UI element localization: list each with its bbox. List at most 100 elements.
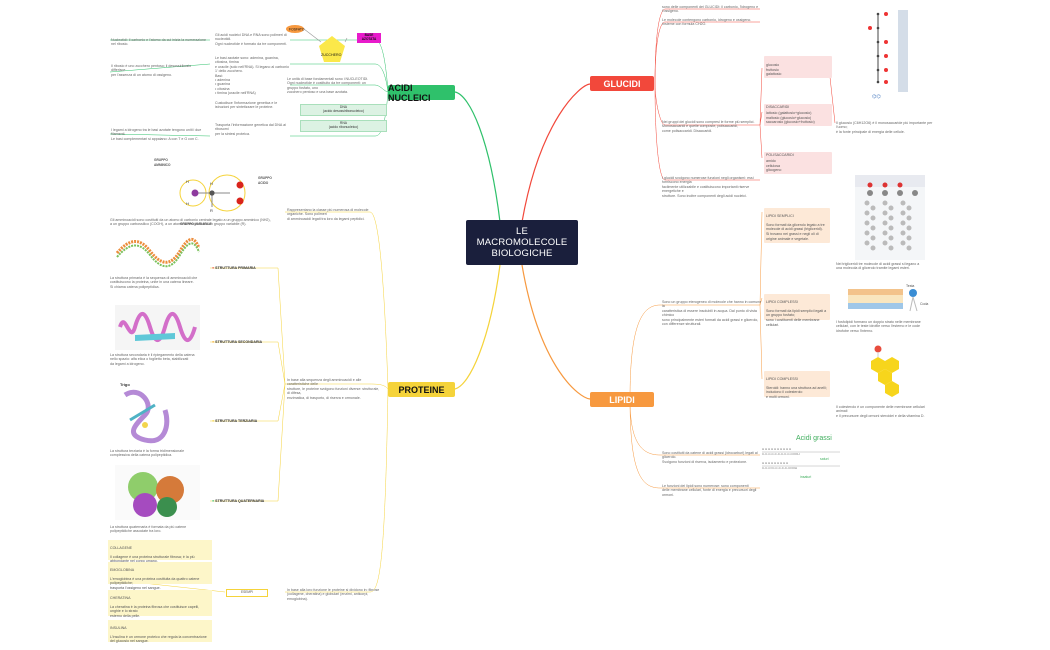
insulina-box: INSULINA L'insulina è un ormone proteico… xyxy=(108,620,212,643)
dna-note: Custodisce l'informazione genetica e le … xyxy=(215,101,278,110)
dna-label: DNA xyxy=(339,105,348,109)
fatty-acids-image: Acidi grassi H H H H H H H H H H C-C-C-C… xyxy=(762,435,840,479)
triglyceride-image xyxy=(855,175,925,260)
lipidi-bottom-2: Le funzioni dei lipidi sono numerose: so… xyxy=(662,484,757,497)
svg-text:⌬⌬: ⌬⌬ xyxy=(872,94,881,100)
nucleotide-diagram: FOSFATO ZUCCHERO xyxy=(286,25,348,62)
di-title: DISACCARIDI xyxy=(764,104,832,111)
glucidi-intro-1: sono delle componenti dei GLUCIDI: il ca… xyxy=(662,5,759,14)
lipidi-steroidi-box: LIPIDI COMPLESSI Steroidi: hanno una str… xyxy=(764,371,830,399)
lipidi-complessi-box: LIPIDI COMPLESSI Sono formati da lipidi … xyxy=(764,294,830,327)
trigo-label: Trigo xyxy=(120,382,130,387)
svg-text:H: H xyxy=(186,201,189,206)
lipidi-complessi-title: LIPIDI COMPLESSI xyxy=(766,299,798,304)
branch-lipidi[interactable]: LIPIDI xyxy=(590,392,654,407)
branch-glucidi[interactable]: GLUCIDI xyxy=(590,76,654,91)
rna-sub: (acido ribonucleico) xyxy=(328,125,359,129)
emoglobina-text: L'emoglobina è una proteina costituita d… xyxy=(110,576,200,590)
struct-secondaria[interactable]: ● STRUTTURA SECONDARIA xyxy=(212,340,263,344)
fosfato-label: FOSFATO xyxy=(289,28,305,32)
rna-label: RNA xyxy=(339,121,348,125)
mono-items: glucosio fruttosio galattosio xyxy=(764,62,832,78)
dna-sub: (acido desossiribonucleico) xyxy=(323,109,364,113)
collagene-box: COLLAGENE Il collagene è una proteina st… xyxy=(108,540,212,563)
amino-acid-diagram: H H H R xyxy=(179,174,246,212)
central-line-1: LE xyxy=(515,226,529,237)
acidi-left-3: I legami a idrogeno tra le basi azotate … xyxy=(111,128,202,141)
phospholipid-image: Testa Coda xyxy=(848,284,928,312)
svg-text:C-C-C-C-C-C-C-C-C-COOH: C-C-C-C-C-C-C-C-C-COOH xyxy=(762,452,800,456)
cheratina-text: La cheratina è la proteina fibrosa che c… xyxy=(110,604,200,618)
gruppo-amminico-label: GRUPPO AMMINICO xyxy=(154,158,171,167)
proteine-bottom-text: In base alla loro funzione le proteine s… xyxy=(287,588,380,601)
esempi-node[interactable]: ESEMPI xyxy=(226,589,268,597)
lipidi-semplici-box: LIPIDI SEMPLICI Sono formati da glicerol… xyxy=(764,208,830,243)
proteine-mid-text: In base alla sequenza degli amminoacidi … xyxy=(287,378,380,400)
phospho-head-label: Testa xyxy=(906,284,914,288)
primary-structure-image xyxy=(115,237,200,268)
acidi-mid: Le unità di base fondamentali sono i NUC… xyxy=(287,77,369,95)
struct-quaternaria-label: STRUTTURA QUATERNARIA xyxy=(215,499,265,503)
collagene-title: COLLAGENE xyxy=(110,545,132,550)
svg-text:H: H xyxy=(210,181,213,186)
svg-text:H: H xyxy=(186,179,189,184)
branch-proteine[interactable]: PROTEINE xyxy=(388,382,455,397)
glucidi-middle: Nei gruppi dei glucidi sono compresi le … xyxy=(662,120,755,133)
connector-proteine xyxy=(454,264,501,390)
glucidi-intro-2: Le molecole contengono carbonio, idrogen… xyxy=(662,18,752,27)
acidi-right-2: Le basi azotate sono: adenina, guanina, … xyxy=(215,56,289,96)
acidi-left-2: Il ribosio è uno zucchero pentoso; il de… xyxy=(111,64,192,77)
svg-text:C-C-C=C-C-C-C-C-COOH: C-C-C=C-C-C-C-C-COOH xyxy=(762,466,797,470)
central-topic[interactable]: LE MACROMOLECOLE BIOLOGICHE xyxy=(466,220,578,265)
secondary-structure-image xyxy=(115,305,200,350)
svg-text:R: R xyxy=(210,208,213,212)
saturi-label: saturi xyxy=(820,457,829,461)
cheratina-box: CHERATINA La cheratina è la proteina fib… xyxy=(108,590,212,618)
primaria-text: La struttura primaria è la sequenza di a… xyxy=(110,276,198,289)
lipidi-steroidi-title: LIPIDI COMPLESSI xyxy=(766,376,798,381)
svg-text:H H H H H H H H H H: H H H H H H H H H H xyxy=(762,447,791,451)
glucose-note: Il glucosio (C6H12O6) è il monosaccaride… xyxy=(836,121,933,134)
chol-note: Il colesterolo è un componente delle mem… xyxy=(836,405,925,418)
di-items: lattosio (galattosio+glucosio) maltosio … xyxy=(764,110,832,126)
cholesterol-image xyxy=(871,345,899,397)
lipidi-steroidi-text: Steroidi: hanno una struttura ad anelli;… xyxy=(766,385,827,399)
struct-terziaria[interactable]: ● STRUTTURA TERZIARIA xyxy=(212,419,258,423)
struct-primaria-label: STRUTTURA PRIMARIA xyxy=(215,266,256,270)
acidi-right-1: Gli acidi nucleici DNA e RNA sono polime… xyxy=(215,33,287,46)
lipidi-intro: Sono un gruppo eterogeneo di molecole ch… xyxy=(662,300,762,327)
lipidi-semplici-title: LIPIDI SEMPLICI xyxy=(766,213,794,218)
tertiary-structure-image xyxy=(123,390,170,444)
base-azotata-label: BASE AZOTATA xyxy=(357,33,381,43)
struct-secondaria-label: STRUTTURA SECONDARIA xyxy=(215,340,263,344)
poli-title: POLISACCARIDI xyxy=(764,152,832,159)
lipidi-semplici-text: Sono formati da glicerolo legato a tre m… xyxy=(766,222,825,241)
struct-quaternaria[interactable]: ● STRUTTURA QUATERNARIA xyxy=(212,499,265,503)
gruppo-variabile-label: GRUPPO VARIABILE xyxy=(180,222,212,226)
quaternaria-text: La struttura quaternaria è formata da pi… xyxy=(110,525,187,534)
rna-note: Trasporta l'informazione genetica dal DN… xyxy=(215,123,286,136)
insaturi-label: insaturi xyxy=(800,475,812,479)
acidi-left-1: Nucleotidi: il carbonio e l'atomo da cui… xyxy=(111,38,206,47)
insulina-title: INSULINA xyxy=(110,625,127,630)
branch-acidi-nucleici[interactable]: ACIDI NUCLEICI xyxy=(388,83,455,103)
phos-note: I fosfolipidi formano un doppio strato n… xyxy=(836,320,921,333)
connector-acidi xyxy=(454,91,501,223)
phospho-tail-label: Coda xyxy=(920,302,928,306)
cheratina-title: CHERATINA xyxy=(110,595,131,600)
connector-lipidi xyxy=(521,264,591,400)
dna-box: DNA (acido desossiribonucleico) xyxy=(300,104,387,116)
zucchero-label: ZUCCHERO xyxy=(321,53,342,57)
poli-items: amido cellulosa glicogeno xyxy=(764,158,832,174)
struct-terziaria-label: STRUTTURA TERZIARIA xyxy=(215,419,258,423)
struct-primaria[interactable]: ● STRUTTURA PRIMARIA xyxy=(212,266,256,270)
emoglobina-box: EMOGLOBINA L'emoglobina è una proteina c… xyxy=(108,562,212,590)
emoglobina-title: EMOGLOBINA xyxy=(110,567,135,572)
glucidi-bottom: I glucidi svolgono numerose funzioni neg… xyxy=(662,176,754,198)
glucose-structure-image: ⌬⌬ xyxy=(868,10,908,100)
gruppo-acido-label: GRUPPO ACIDO xyxy=(258,176,272,185)
proteine-aa-text: Gli amminoacidi sono costituiti da un at… xyxy=(110,218,271,227)
proteine-top-right: Rappresentano la classe più numerosa di … xyxy=(287,208,369,221)
fatty-acids-title: Acidi grassi xyxy=(796,435,832,442)
